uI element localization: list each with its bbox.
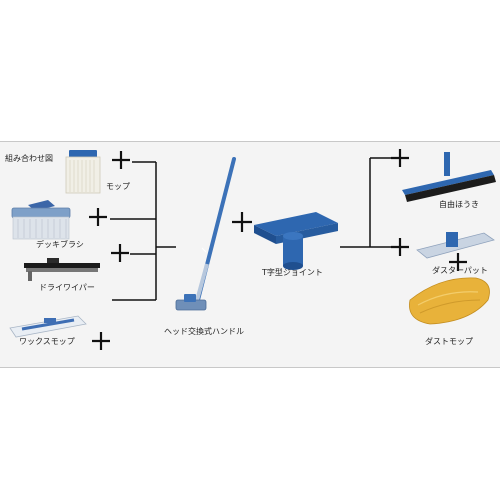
handle-image [175,157,236,311]
mop-label: モップ [106,182,130,191]
mop-head-image [65,150,101,194]
plus-signs [89,149,467,350]
wax-mop-label: ワックスモップ [19,337,75,346]
plus-icon [89,208,107,226]
t-joint-image [254,212,338,270]
wax-mop-image [9,315,87,338]
broom-image [402,152,496,202]
deck-brush-label: デッキブラシ [36,240,84,249]
duster-pad-label: ダスターパット [432,266,488,275]
dust-mop-image [409,277,490,325]
plus-icon [449,253,467,271]
plus-icon [92,332,110,350]
handle-label: ヘッド交換式ハンドル [164,327,244,336]
connector-lines [110,157,392,301]
plus-icon [391,149,409,167]
t-joint-label: T字型ジョイント [262,268,323,277]
diagram-title: 組み合わせ図 [5,154,53,163]
dry-wiper-image [24,258,100,281]
plus-icon [232,212,252,232]
plus-icon [391,238,409,256]
plus-icon [111,244,129,262]
dust-mop-label: ダストモップ [425,337,473,346]
plus-icon [112,151,130,169]
duster-pad-image [416,232,495,259]
dry-wiper-label: ドライワイパー [39,283,95,292]
broom-label: 自由ほうき [439,200,479,209]
deck-brush-image [11,200,71,240]
